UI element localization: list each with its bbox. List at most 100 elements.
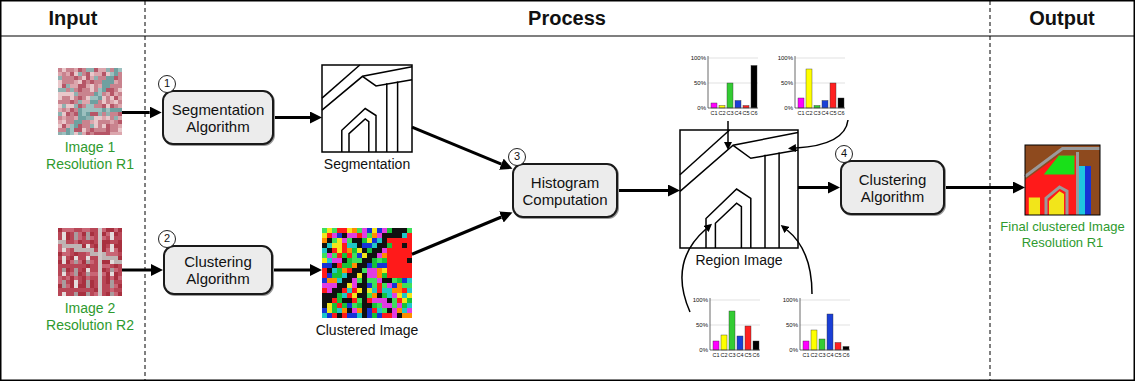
satellite-pixel — [58, 288, 62, 292]
cluster-pixel — [357, 283, 362, 288]
satellite-pixel — [58, 244, 62, 248]
satellite-pixel — [98, 272, 102, 276]
callout-number: 4 — [835, 145, 853, 163]
satellite-pixel — [118, 124, 122, 128]
satellite-pixel — [118, 260, 122, 264]
satellite-pixel — [70, 236, 74, 240]
satellite-pixel — [58, 76, 62, 80]
cluster-pixel — [327, 253, 332, 258]
satellite-pixel — [90, 104, 94, 108]
satellite-pixel — [114, 68, 118, 72]
satellite-pixel — [86, 132, 90, 135]
connector-arrow — [412, 127, 501, 164]
satellite-pixel — [106, 236, 110, 240]
satellite-pixel — [86, 100, 90, 104]
cluster-pixel — [322, 308, 327, 313]
cluster-pixel — [322, 273, 327, 278]
satellite-pixel — [118, 104, 122, 108]
cluster-pixel — [327, 288, 332, 293]
cluster-pixel — [322, 258, 327, 263]
satellite-pixel — [66, 88, 70, 92]
satellite-pixel — [62, 120, 66, 124]
connector-arrow — [798, 186, 828, 189]
cluster-pixel — [342, 253, 347, 258]
process-box: Clustering Algorithm — [840, 160, 945, 215]
satellite-pixel — [70, 240, 74, 244]
satellite-pixel — [102, 128, 106, 132]
satellite-pixel — [102, 276, 106, 280]
satellite-pixel — [86, 276, 90, 280]
cluster-pixel — [397, 273, 402, 278]
satellite-pixel — [58, 112, 62, 116]
satellite-pixel — [94, 100, 98, 104]
cluster-pixel — [327, 263, 332, 268]
satellite-pixel — [86, 244, 90, 248]
satellite-pixel — [82, 76, 86, 80]
satellite-pixel — [114, 288, 118, 292]
cluster-pixel — [357, 273, 362, 278]
histogram-bar — [838, 98, 844, 108]
satellite-pixel — [114, 276, 118, 280]
cluster-pixel — [357, 243, 362, 248]
cluster-pixel — [372, 228, 377, 233]
satellite-pixel — [62, 108, 66, 112]
cluster-pixel — [357, 233, 362, 238]
cluster-pixel — [357, 303, 362, 308]
satellite-pixel — [62, 124, 66, 128]
cluster-pixel — [407, 243, 412, 248]
satellite-pixel — [118, 264, 122, 268]
satellite-pixel — [102, 264, 106, 268]
satellite-pixel — [74, 252, 78, 256]
cluster-pixel — [407, 258, 412, 263]
satellite-pixel — [70, 68, 74, 72]
satellite-pixel — [114, 76, 118, 80]
cluster-pixel — [377, 313, 382, 318]
cluster-pixel — [357, 268, 362, 273]
satellite-pixel — [70, 84, 74, 88]
satellite-pixel — [86, 108, 90, 112]
satellite-pixel — [106, 252, 110, 256]
satellite-pixel — [94, 228, 98, 232]
satellite-pixel — [82, 96, 86, 100]
bar-category-label: C6 — [752, 352, 759, 358]
satellite-pixel — [114, 280, 118, 284]
satellite-pixel — [106, 84, 110, 88]
satellite-pixel — [98, 236, 102, 240]
cluster-pixel — [382, 278, 387, 283]
satellite-pixel — [82, 272, 86, 276]
satellite-pixel — [58, 292, 62, 296]
cluster-pixel — [332, 283, 337, 288]
satellite-pixel — [98, 120, 102, 124]
cluster-pixel — [377, 248, 382, 253]
satellite-pixel — [114, 112, 118, 116]
satellite-pixel — [74, 68, 78, 72]
satellite-pixel — [94, 292, 98, 296]
axis-tick-label: 100% — [783, 297, 798, 304]
satellite-pixel — [78, 248, 82, 252]
cluster-pixel — [347, 313, 352, 318]
satellite-pixel — [94, 92, 98, 96]
cluster-pixel — [332, 298, 337, 303]
cluster-pixel — [372, 308, 377, 313]
cluster-pixel — [402, 288, 407, 293]
satellite-pixel — [66, 132, 70, 135]
satellite-pixel — [90, 248, 94, 252]
cluster-pixel — [327, 278, 332, 283]
satellite-pixel — [86, 96, 90, 100]
satellite-pixel — [70, 108, 74, 112]
class-region — [1029, 198, 1040, 216]
satellite-pixel — [66, 252, 70, 256]
cluster-pixel — [392, 238, 397, 243]
bar-category-label: C4 — [826, 352, 833, 358]
satellite-pixel — [62, 76, 66, 80]
region-boundary — [778, 152, 780, 248]
satellite-pixel — [90, 76, 94, 80]
cluster-pixel — [352, 303, 357, 308]
satellite-pixel — [98, 244, 102, 248]
satellite-pixel — [78, 276, 82, 280]
satellite-pixel — [62, 72, 66, 76]
satellite-pixel — [62, 252, 66, 256]
satellite-pixel — [102, 68, 106, 72]
cluster-pixel — [352, 293, 357, 298]
